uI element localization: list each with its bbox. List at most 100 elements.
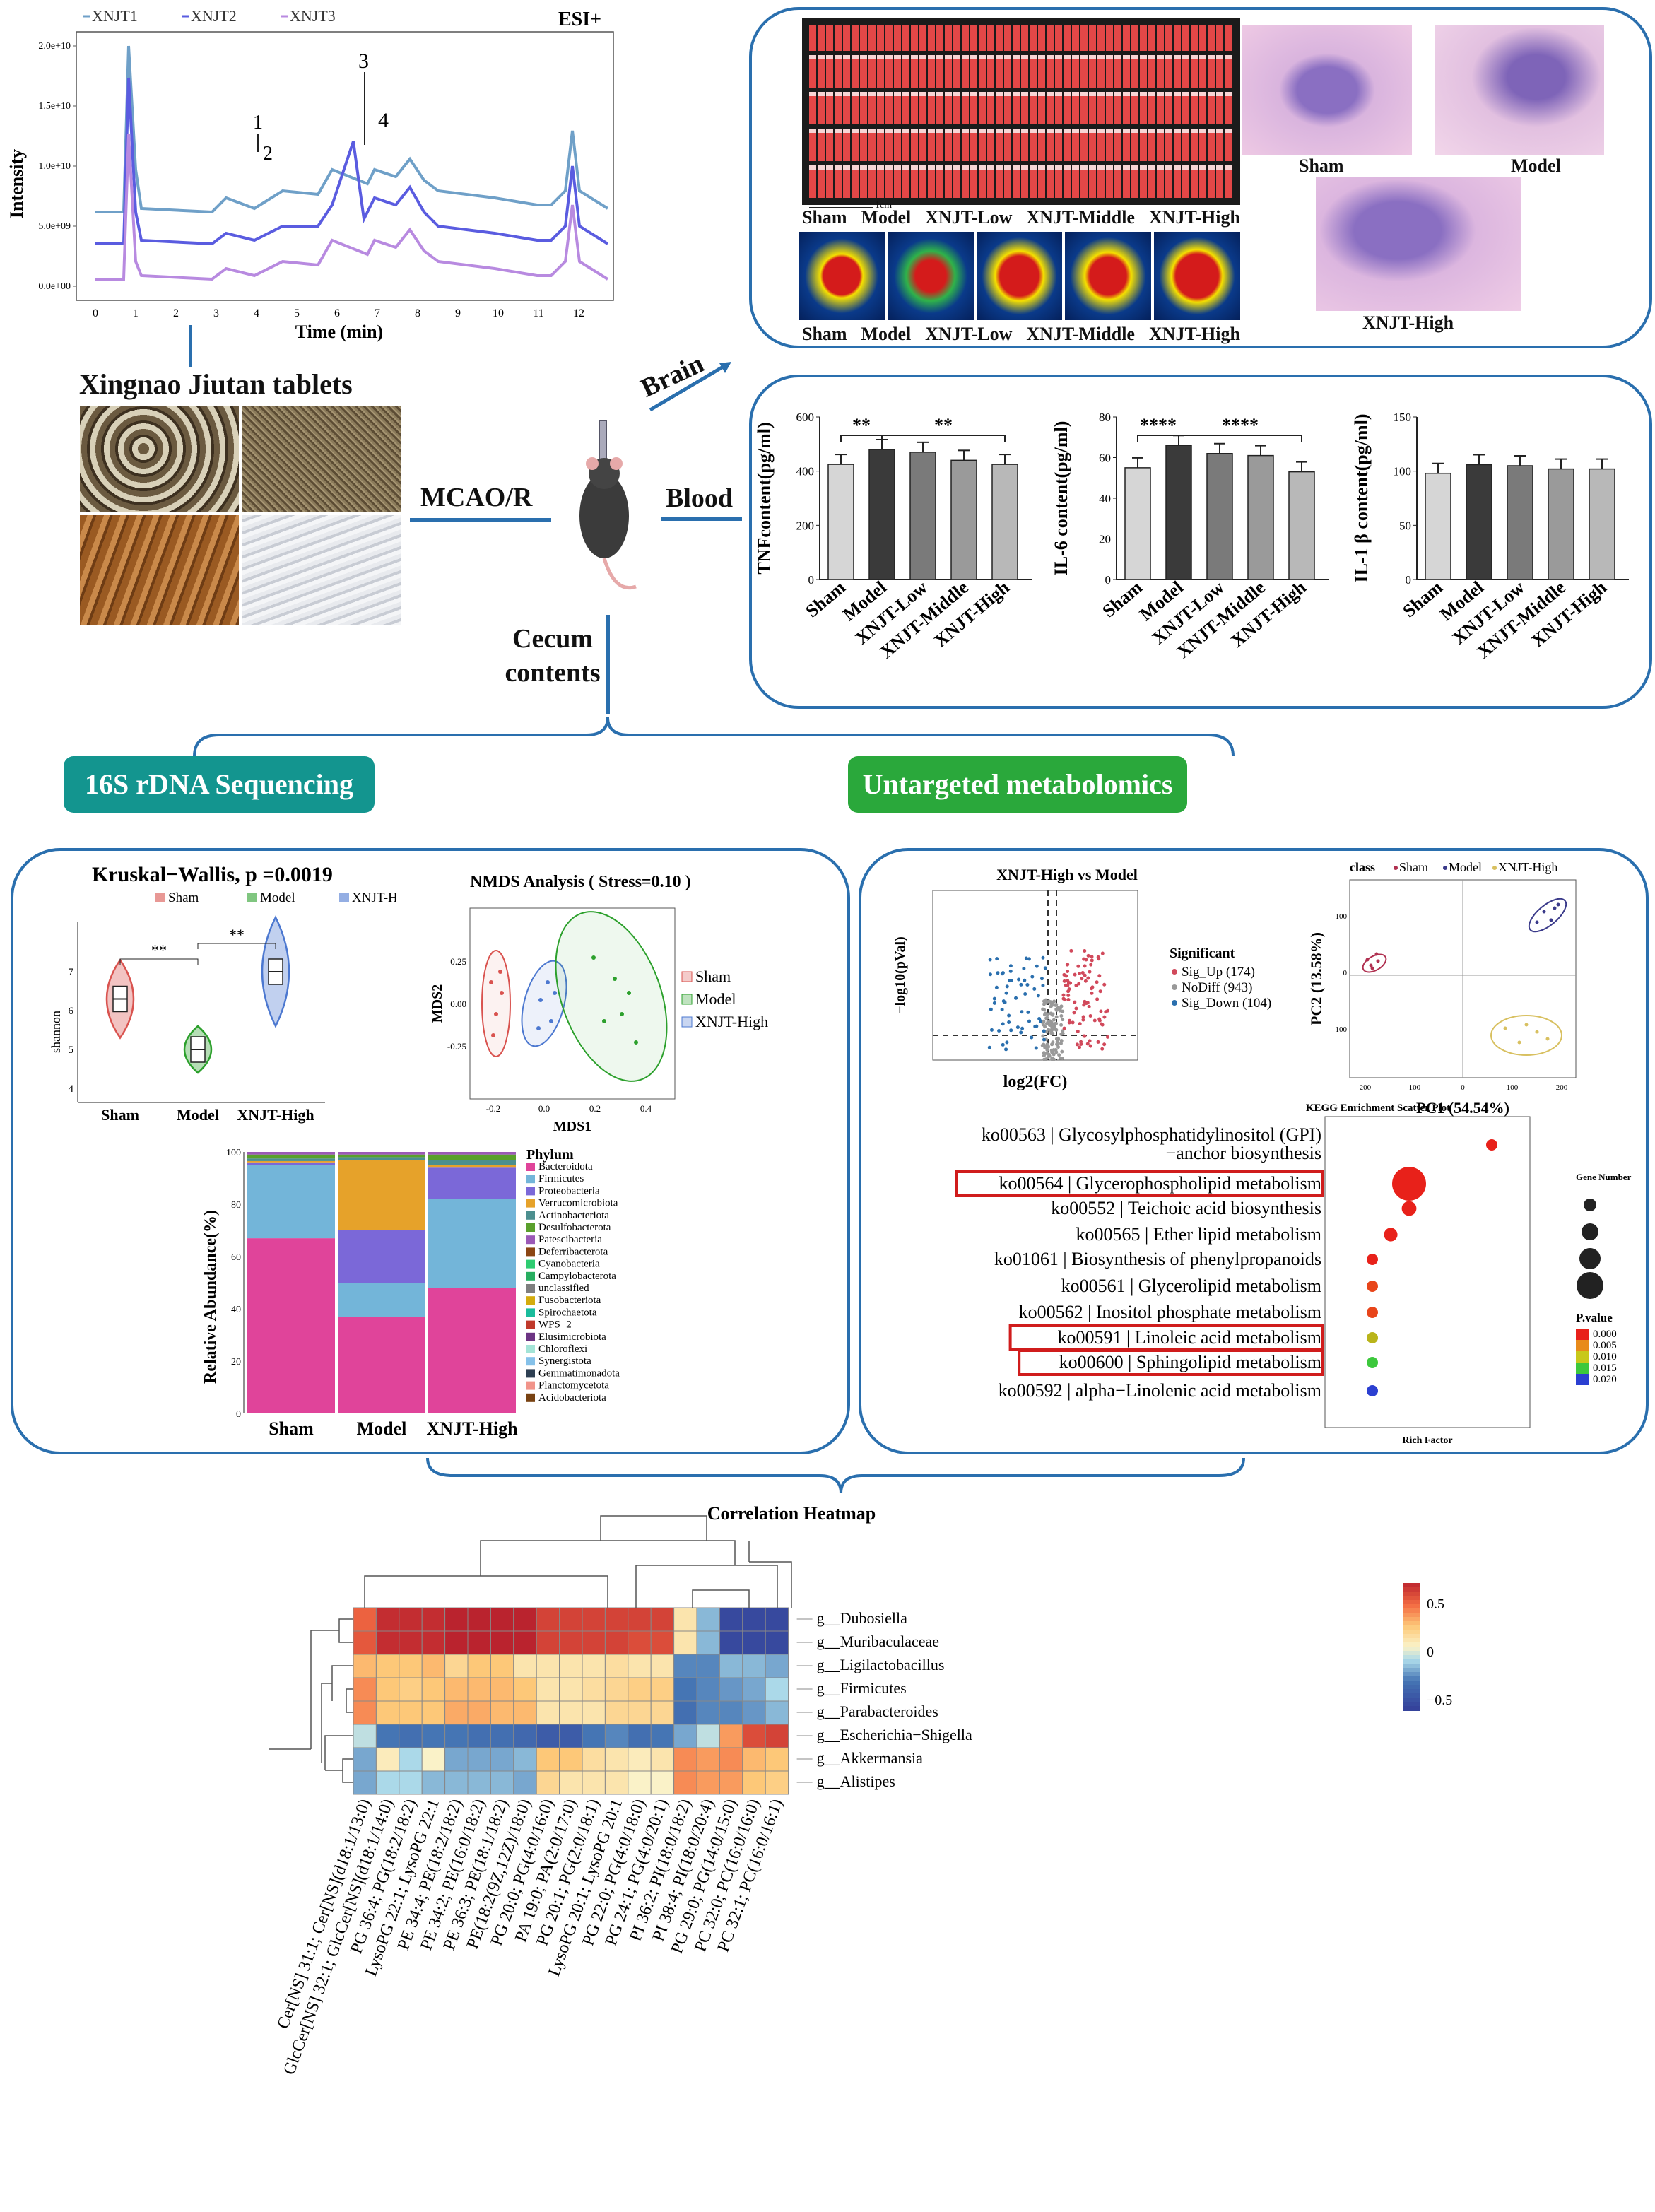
volcano-point: [1078, 1045, 1082, 1049]
volcano-point: [1030, 1035, 1034, 1040]
cytokine-ytick: 400: [796, 465, 815, 478]
pca-point: [1365, 958, 1370, 962]
kegg-pathway-cont: −anchor biosynthesis: [1166, 1143, 1321, 1163]
volcano-point: [1003, 1000, 1007, 1004]
volcano-point: [1060, 1049, 1064, 1054]
heatmap-cell: [444, 1677, 469, 1702]
heatmap-row-label: g__Akkermansia: [817, 1749, 924, 1767]
heatmap-scale-bin: [1403, 1600, 1420, 1605]
volcano-point: [1097, 974, 1102, 978]
heatmap-scale-tick: 0: [1427, 1645, 1434, 1660]
pca-legend-label: Model: [1449, 860, 1482, 874]
heatmap-scale-bin: [1403, 1630, 1420, 1635]
volcano-point: [1064, 974, 1068, 978]
heatmap-cell: [628, 1770, 652, 1795]
heatmap-cell: [628, 1607, 652, 1632]
pca-ytick: -100: [1333, 1025, 1348, 1034]
heatmap-scale-bin: [1403, 1668, 1420, 1673]
abundance-legend-key: [526, 1199, 535, 1208]
kegg-point: [1367, 1254, 1378, 1265]
abundance-legend-label: Campylobacterota: [538, 1271, 616, 1282]
kegg-pathway-label: ko00563 | Glycosylphosphatidylinositol (…: [982, 1124, 1321, 1145]
abundance-legend-label: Fusobacteriota: [538, 1295, 601, 1306]
heatmap-cell: [628, 1724, 652, 1748]
heatmap-scale-bin: [1403, 1596, 1420, 1601]
cytokine-ylabel: TNFcontent(pg/ml): [754, 422, 775, 574]
kegg-point: [1392, 1167, 1426, 1201]
heatmap-cell: [536, 1770, 560, 1795]
volcano-point: [987, 1045, 991, 1049]
cytokine-sig: **: [852, 415, 871, 435]
volcano-point: [1001, 971, 1005, 975]
heatmap-cell: [696, 1700, 720, 1725]
heatmap-cell: [490, 1770, 514, 1795]
heatmap-cell: [765, 1654, 789, 1678]
abundance-legend-label: WPS−2: [538, 1319, 572, 1331]
pca-point: [1545, 1037, 1550, 1041]
volcano-point: [1090, 985, 1095, 989]
ttc-label-middle: XNJT-Middle: [1026, 207, 1135, 228]
heatmap-cell: [559, 1607, 583, 1632]
heatmap-scale-bin: [1403, 1651, 1420, 1656]
heatmap-cell: [559, 1630, 583, 1655]
violin-title: Kruskal−Wallis, p =0.0019: [92, 863, 333, 886]
kegg-color-key: [1576, 1374, 1589, 1385]
histology-model: [1435, 25, 1604, 155]
nmds-point: [498, 970, 502, 974]
cecum-label: Cecum contents: [505, 624, 601, 688]
row-dendrogram: [269, 1618, 353, 1783]
volcano-title: XNJT-High vs Model: [996, 866, 1138, 883]
volcano-point: [1066, 997, 1071, 1001]
abundance-legend-key: [526, 1381, 535, 1390]
blood-flow-images: [799, 232, 1240, 320]
heatmap-cell: [399, 1677, 423, 1702]
volcano-point: [1023, 978, 1027, 982]
cytokine-bar: [1589, 468, 1615, 580]
cytokine-ytick: 100: [1394, 465, 1412, 478]
volcano-point: [1068, 1018, 1072, 1023]
cytokine-bar: [1466, 464, 1492, 580]
kegg-point: [1367, 1281, 1378, 1292]
heatmap-cell: [650, 1724, 675, 1748]
volcano-point: [1054, 1003, 1058, 1007]
heatmap-cell: [628, 1654, 652, 1678]
heatmap-cell: [399, 1654, 423, 1678]
heatmap-cell: [696, 1747, 720, 1772]
volcano-point: [1050, 1031, 1054, 1035]
heatmap-cell: [353, 1724, 377, 1748]
volcano-legend-label: Sig_Up (174): [1182, 965, 1255, 979]
heatmap-cell: [490, 1607, 514, 1632]
volcano-point: [1054, 1028, 1059, 1032]
heatmap-cell: [696, 1770, 720, 1795]
heatmap-scale-bin: [1403, 1664, 1420, 1669]
cytokine-ytick: 0: [1406, 573, 1412, 587]
heatmap-cell: [742, 1770, 766, 1795]
volcano-point: [1100, 1023, 1105, 1027]
volcano-point: [1086, 953, 1090, 958]
volcano-point: [1059, 1013, 1064, 1018]
heatmap-cell: [536, 1724, 560, 1748]
volcano-point: [1061, 1018, 1065, 1022]
volcano-legend-title: Significant: [1170, 946, 1235, 961]
abundance-segment: [428, 1152, 516, 1155]
kegg-highlight-box: [1018, 1349, 1324, 1376]
mouse-illustration: [579, 420, 637, 589]
ldf-label-middle: XNJT-Middle: [1026, 324, 1135, 344]
heatmap-cell: [444, 1607, 469, 1632]
nmds-frame: [469, 907, 676, 1100]
volcano-point: [1014, 996, 1018, 1000]
pca-point: [1549, 918, 1553, 922]
abundance-legend-label: Patescibacteria: [538, 1234, 602, 1245]
volcano-point: [1088, 1014, 1092, 1018]
abundance-legend-key: [526, 1211, 535, 1220]
nmds-xtick: -0.2: [486, 1103, 501, 1114]
volcano-point: [1061, 1029, 1065, 1033]
volcano-point: [1043, 1011, 1047, 1016]
heatmap-scale-bin: [1403, 1621, 1420, 1626]
heatmap-scale-bin: [1403, 1672, 1420, 1677]
abundance-ytick: 80: [231, 1200, 241, 1211]
volcano-point: [1044, 1016, 1049, 1020]
volcano-point: [1082, 1003, 1086, 1007]
volcano-point: [1072, 1011, 1076, 1015]
pca-ytick: 0: [1343, 969, 1348, 977]
